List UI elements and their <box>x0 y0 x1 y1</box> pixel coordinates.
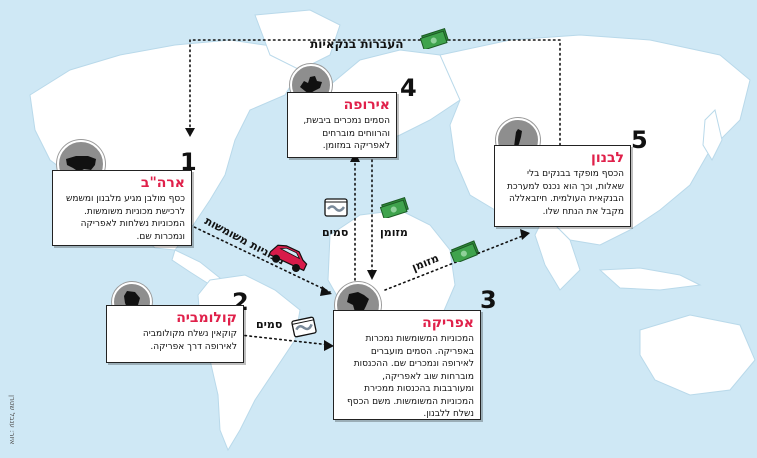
drug-bag-icon <box>324 198 348 217</box>
europe-title: אירופה <box>343 97 390 113</box>
banking-route-line <box>189 39 561 151</box>
bank-transfers-label: העברות בנקאיות <box>310 37 404 51</box>
step-4-number: 4 <box>400 74 417 102</box>
used-cars-route-line <box>189 224 331 293</box>
colombia-drugs-label: סמים <box>256 318 283 331</box>
europe-drugs-label: סמים <box>322 226 349 239</box>
japan-land <box>702 109 723 162</box>
europe-body: הסמים נמכרים ביבשת, והרווחים מוברחים לאפ… <box>303 116 390 151</box>
illustration-credit: איור: ענבל שטרן <box>8 395 16 445</box>
usa-body: כסף מולבן מגיע מלבנון ומשמש לרכישת מכוני… <box>66 194 185 242</box>
arrowhead-banking <box>185 128 195 137</box>
colombia-drugs-route-line <box>239 334 331 346</box>
arrowhead-colombia-drugs <box>324 340 334 351</box>
greenland-land <box>254 9 341 71</box>
lebanon-body: הכסף מופקד בבנקים בלי שאלות, וכך הוא נכנ… <box>507 169 624 217</box>
usa-info-box: ארה"ב כסף מולבן מגיע מלבנון ומשמש לרכישת… <box>52 170 192 246</box>
africa-to-lebanon-line <box>384 234 526 291</box>
car-icon <box>268 244 308 272</box>
europe-cash-label: מזומן <box>380 226 408 239</box>
australia-land <box>639 314 756 396</box>
colombia-body: קוקאין נשלח מקולומביה לאירופה דרך אפריקה… <box>142 329 237 352</box>
africa-body: המכוניות המשומשות נמכרות באפריקה. הסמים … <box>346 334 474 419</box>
africa-info-box: אפריקה המכוניות המשומשות נמכרות באפריקה.… <box>333 310 481 420</box>
arrowhead-europe-to-africa <box>367 270 377 280</box>
step-1-number: 1 <box>180 148 197 176</box>
drug-bag-icon <box>291 316 317 338</box>
money-icon <box>450 240 480 262</box>
colombia-info-box: קולומביה קוקאין נשלח מקולומביה לאירופה ד… <box>106 305 244 363</box>
india-land <box>534 214 581 291</box>
arrowhead-to-lebanon <box>520 229 530 240</box>
lebanon-title: לבנון <box>591 150 624 166</box>
step-5-number: 5 <box>631 126 648 154</box>
usa-title: ארה"ב <box>140 175 185 191</box>
indonesia-land <box>598 267 702 291</box>
money-icon <box>380 196 409 218</box>
europe-info-box: אירופה הסמים נמכרים ביבשת, והרווחים מובר… <box>287 92 397 158</box>
money-icon <box>420 27 449 49</box>
colombia-title: קולומביה <box>176 310 237 326</box>
step-3-number: 3 <box>480 286 497 314</box>
africa-title: אפריקה <box>422 315 474 331</box>
lebanon-info-box: לבנון הכסף מופקד בבנקים בלי שאלות, וכך ה… <box>494 145 631 227</box>
arrowhead-used-cars <box>320 286 332 296</box>
